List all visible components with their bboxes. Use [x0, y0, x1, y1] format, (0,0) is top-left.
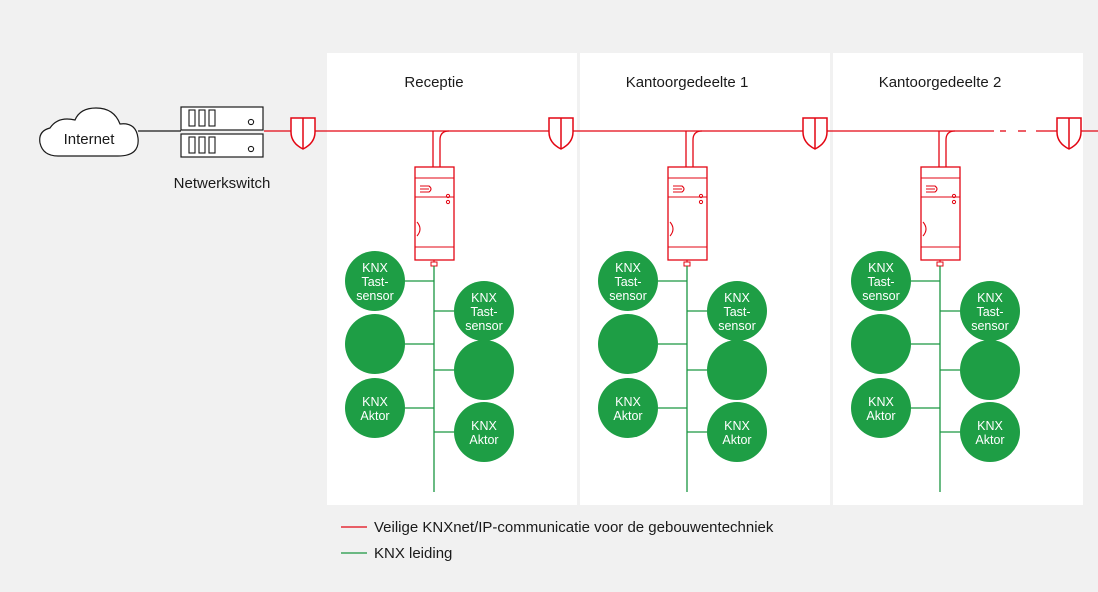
shield-icon [548, 117, 574, 150]
knx-device-label: KNX [977, 419, 1003, 433]
knx-device-label: KNX [724, 291, 750, 305]
knx-device-circle [454, 281, 514, 341]
knx-device-label: sensor [718, 319, 756, 333]
knx-device-circle [345, 251, 405, 311]
zones: ReceptieKNXTast-sensorKNXAktorKNXTast-se… [345, 74, 1020, 492]
knx-device-right-2 [687, 340, 767, 400]
knx-device-label: KNX [615, 395, 641, 409]
knx-device-label: Tast- [867, 275, 894, 289]
knx-device-label: sensor [356, 289, 394, 303]
shield-icon [290, 117, 316, 150]
knx-device-circle [851, 251, 911, 311]
knx-device-circle [707, 281, 767, 341]
knx-device-label: KNX [868, 261, 894, 275]
knx-device-circle [598, 251, 658, 311]
shield-icon [802, 117, 828, 150]
knx-device-circle [598, 314, 658, 374]
knx-device-label: Tast- [723, 305, 750, 319]
zone-title: Receptie [404, 74, 463, 91]
zone-3: Kantoorgedeelte 2KNXTast-sensorKNXAktorK… [851, 74, 1020, 492]
knx-device-circle [851, 378, 911, 438]
zone-1: ReceptieKNXTast-sensorKNXAktorKNXTast-se… [345, 74, 514, 492]
knx-device-label: sensor [862, 289, 900, 303]
gateway-link-out [945, 130, 956, 167]
gateway-link-out [439, 130, 450, 167]
knx-device-right-2 [940, 340, 1020, 400]
knx-device-circle [598, 378, 658, 438]
zone-title: Kantoorgedeelte 1 [626, 74, 749, 91]
ip-router-icon [920, 166, 961, 267]
shield-icon [1056, 117, 1082, 150]
knx-device-label: KNX [471, 419, 497, 433]
legend: Veilige KNXnet/IP-communicatie voor de g… [341, 519, 774, 562]
cloud-label: Internet [64, 131, 116, 148]
knx-device-left-2 [345, 314, 434, 374]
zone-title: Kantoorgedeelte 2 [879, 74, 1002, 91]
ip-router-icon [667, 166, 708, 267]
knx-device-label: Aktor [975, 433, 1004, 447]
switch-icon [180, 106, 264, 158]
legend-item-secure: Veilige KNXnet/IP-communicatie voor de g… [341, 519, 774, 536]
gateway-link-out [692, 130, 703, 167]
legend-knx-label: KNX leiding [374, 545, 452, 562]
knx-device-label: Aktor [360, 409, 389, 423]
legend-item-knx: KNX leiding [341, 545, 452, 562]
zone-2: Kantoorgedeelte 1KNXTast-sensorKNXAktorK… [598, 74, 767, 492]
knx-device-label: sensor [465, 319, 503, 333]
knx-device-label: Tast- [361, 275, 388, 289]
knx-device-label: KNX [362, 261, 388, 275]
knx-device-label: sensor [971, 319, 1009, 333]
knx-device-left-2 [598, 314, 687, 374]
knx-device-label: KNX [471, 291, 497, 305]
knx-device-circle [707, 402, 767, 462]
knx-device-label: Tast- [976, 305, 1003, 319]
knx-device-label: Aktor [613, 409, 642, 423]
knx-device-circle [960, 402, 1020, 462]
knx-device-right-2 [434, 340, 514, 400]
switch-label: Netwerkswitch [174, 175, 271, 192]
knx-device-label: Aktor [469, 433, 498, 447]
knx-device-circle [960, 340, 1020, 400]
knx-device-circle [454, 340, 514, 400]
knx-device-circle [345, 378, 405, 438]
knx-device-label: KNX [362, 395, 388, 409]
knx-device-label: sensor [609, 289, 647, 303]
cloud-icon [39, 107, 139, 157]
knx-device-circle [851, 314, 911, 374]
knx-device-circle [345, 314, 405, 374]
knx-device-circle [960, 281, 1020, 341]
knx-device-label: KNX [977, 291, 1003, 305]
knx-device-label: Tast- [470, 305, 497, 319]
knx-device-left-2 [851, 314, 940, 374]
knx-device-label: KNX [868, 395, 894, 409]
security-shields [290, 117, 1082, 150]
legend-secure-label: Veilige KNXnet/IP-communicatie voor de g… [374, 519, 774, 536]
knx-device-label: Aktor [866, 409, 895, 423]
knx-device-label: KNX [615, 261, 641, 275]
knx-device-label: Aktor [722, 433, 751, 447]
ip-router-icon [414, 166, 455, 267]
network-switch: Netwerkswitch [174, 106, 271, 192]
internet-cloud: Internet [39, 107, 181, 157]
knx-device-circle [454, 402, 514, 462]
knx-device-label: Tast- [614, 275, 641, 289]
knx-device-label: KNX [724, 419, 750, 433]
knx-device-circle [707, 340, 767, 400]
